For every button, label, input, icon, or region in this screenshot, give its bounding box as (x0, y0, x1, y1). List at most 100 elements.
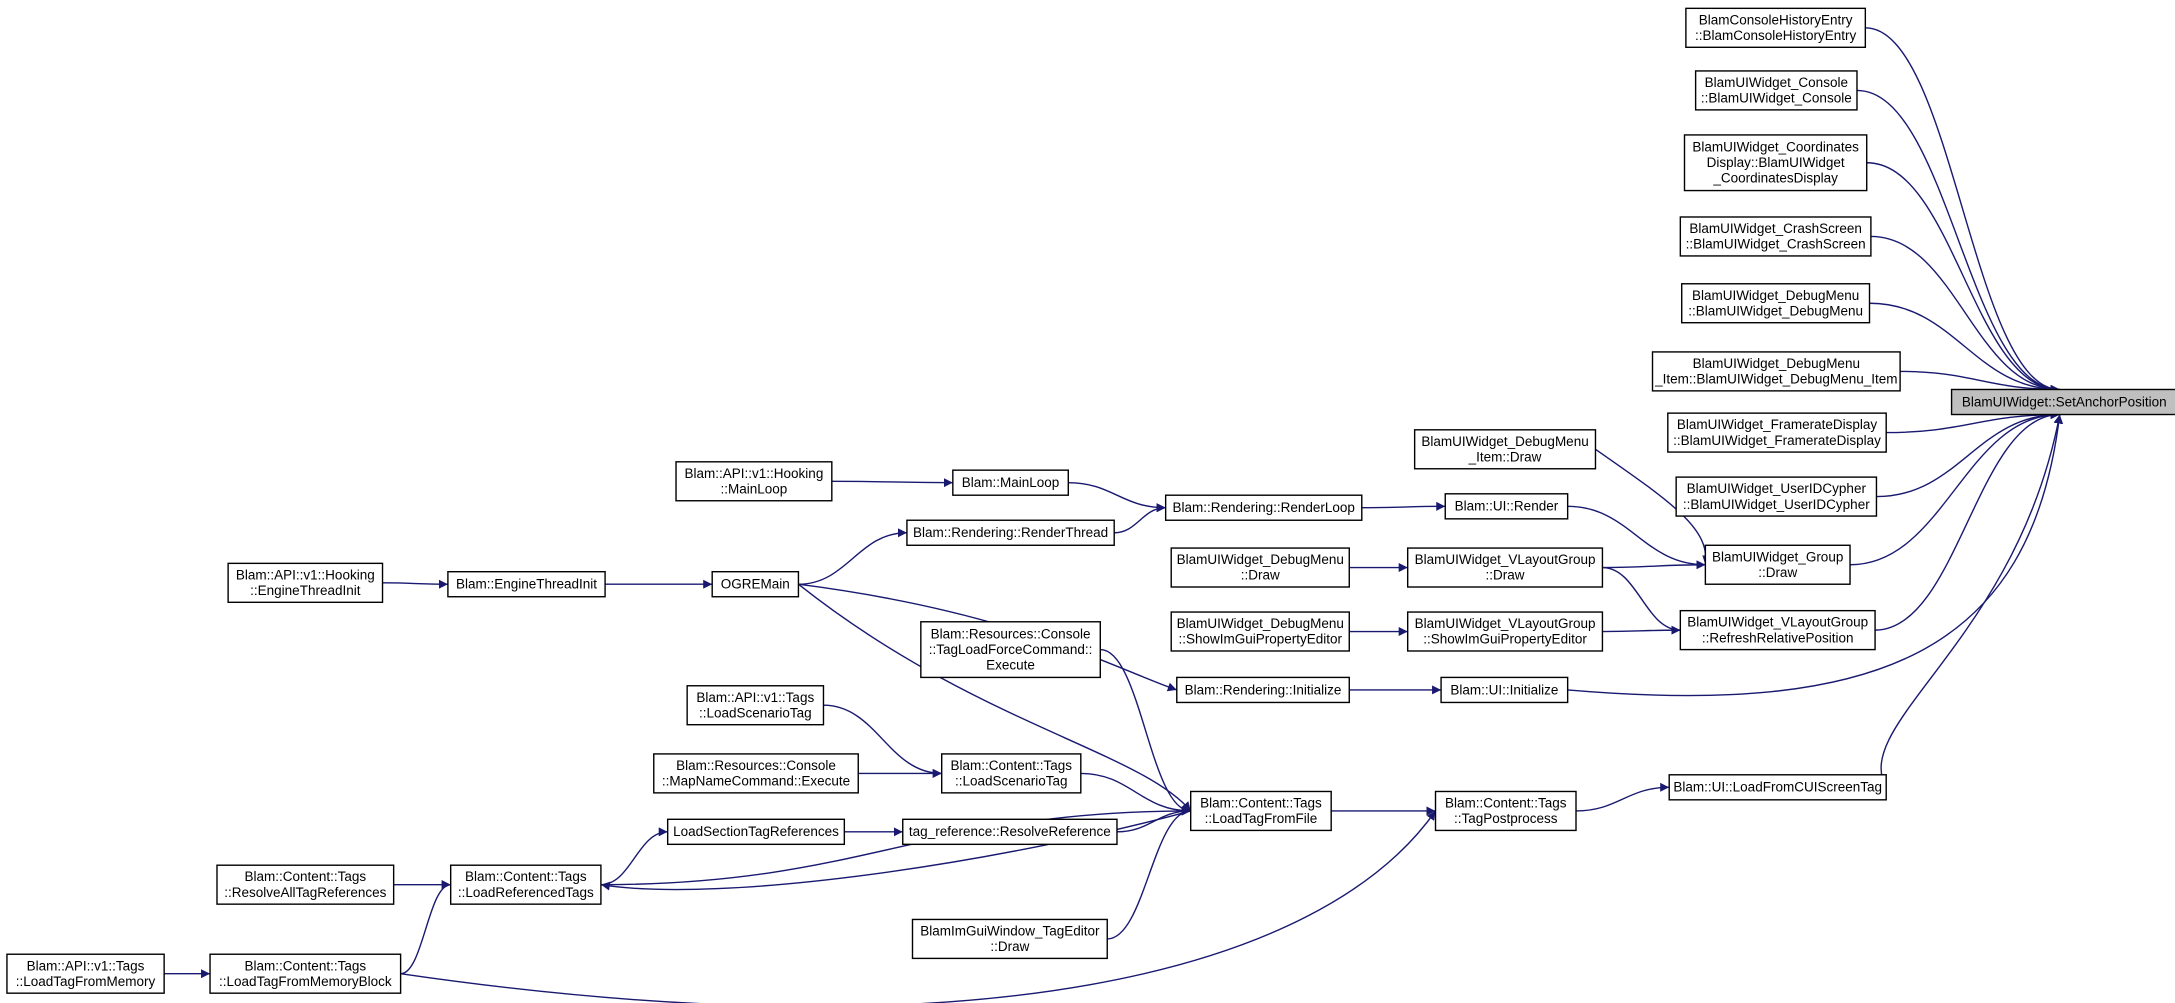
node-box (920, 621, 1101, 679)
function-node[interactable]: Blam::Resources::Console::MapNameCommand… (653, 753, 859, 794)
function-node[interactable]: Blam::Content::Tags::LoadScenarioTag (941, 753, 1082, 794)
edge-path (1567, 414, 2064, 697)
function-node[interactable]: BlamUIWidget_DebugMenu::BlamUIWidget_Deb… (1681, 283, 1871, 324)
function-node[interactable]: tag_reference::ResolveReference (902, 818, 1118, 846)
node-box (1651, 351, 1901, 392)
edge-path (1886, 410, 2060, 434)
node-box (1683, 134, 1868, 192)
edge-path (382, 579, 448, 589)
edge-path (1602, 560, 1706, 570)
node-label-line: BlamUIWidget_UserIDCypher (1687, 481, 1867, 496)
function-node[interactable]: BlamUIWidget_DebugMenu_Item::Draw (1413, 429, 1597, 470)
edge-path (1850, 410, 2060, 566)
function-node[interactable]: Blam::API::v1::Tags::LoadTagFromMemory (6, 953, 165, 994)
edge-path (1100, 648, 1191, 816)
function-node[interactable]: Blam::Content::Tags::LoadTagFromMemoryBl… (209, 953, 402, 994)
function-node[interactable]: Blam::Resources::Console::TagLoadForceCo… (920, 621, 1101, 679)
node-label-line: BlamUIWidget_Console (1705, 75, 1848, 90)
edge-path (1575, 782, 1670, 812)
function-node[interactable]: Blam::Rendering::RenderThread (906, 519, 1115, 546)
node-label-line: ::BlamUIWidget_UserIDCypher (1683, 497, 1870, 512)
function-node[interactable]: Blam::API::v1::Hooking::MainLoop (675, 461, 833, 502)
node-label-line: ::BlamConsoleHistoryEntry (1695, 28, 1857, 43)
node-label-line: Blam::MainLoop (962, 475, 1060, 490)
node-label-line: Blam::API::v1::Tags (27, 958, 145, 973)
node-label-line: _Item::Draw (1468, 449, 1542, 464)
node-label-line: ::RefreshRelativePosition (1702, 630, 1854, 645)
node-label-line: ::LoadReferencedTags (458, 885, 594, 900)
node-label-line: BlamUIWidget_VLayoutGroup (1415, 616, 1596, 631)
function-node[interactable]: BlamUIWidget_DebugMenu_Item::BlamUIWidge… (1651, 351, 1901, 392)
function-node[interactable]: OGREMain (711, 571, 800, 598)
function-node[interactable]: Blam::Content::Tags::LoadTagFromFile (1189, 790, 1332, 832)
node-label-line: Blam::API::v1::Tags (696, 690, 814, 705)
node-label-line: ::ShowImGuiPropertyEditor (1423, 632, 1587, 647)
root-function-node[interactable]: BlamUIWidget::SetAnchorPosition (1950, 388, 2175, 416)
call-edge-n31-to-n17 (400, 810, 1437, 1003)
call-edge-n23-to-n18 (1068, 481, 1166, 513)
node-label-line: BlamUIWidget::SetAnchorPosition (1962, 394, 2167, 409)
function-node[interactable]: BlamUIWidget_CrashScreen::BlamUIWidget_C… (1679, 216, 1872, 257)
function-node[interactable]: BlamUIWidget_Console::BlamUIWidget_Conso… (1694, 70, 1858, 111)
node-box (1679, 609, 1876, 651)
function-node[interactable]: Blam::UI::Initialize (1440, 676, 1569, 704)
node-label-line: Display::BlamUIWidget (1707, 155, 1845, 170)
node-label-line: Blam::EngineThreadInit (456, 577, 597, 592)
function-node[interactable]: BlamUIWidget_FramerateDisplay::BlamUIWid… (1667, 412, 1887, 453)
call-edge-n39-to-n33 (382, 579, 448, 589)
node-label-line: Blam::Rendering::Initialize (1185, 682, 1342, 697)
node-label-line: ::TagPostprocess (1454, 811, 1558, 826)
call-edge-n30-to-n22 (1107, 806, 1191, 940)
function-node[interactable]: BlamUIWidget_DebugMenu::Draw (1170, 547, 1350, 588)
node-label-line: ::ResolveAllTagReferences (224, 885, 386, 900)
function-node[interactable]: BlamUIWidget_VLayoutGroup::RefreshRelati… (1679, 609, 1876, 651)
function-node[interactable]: Blam::UI::LoadFromCUIScreenTag (1668, 774, 1887, 801)
function-node[interactable]: Blam::API::v1::Tags::LoadScenarioTag (686, 685, 825, 726)
function-node[interactable]: BlamUIWidget_Group::Draw (1704, 544, 1851, 585)
node-box (1704, 544, 1851, 585)
function-node[interactable]: Blam::Content::Tags::LoadReferencedTags (449, 864, 602, 905)
function-node[interactable]: BlamUIWidget_VLayoutGroup::Draw (1406, 547, 1604, 588)
call-edge-n15-to-n10 (1602, 625, 1681, 635)
node-label-line: ::MainLoop (721, 481, 788, 496)
function-node[interactable]: Blam::Rendering::Initialize (1176, 676, 1350, 704)
edge-path (1361, 501, 1446, 511)
node-box (1681, 283, 1871, 324)
node-label-line: Blam::Content::Tags (1200, 796, 1322, 811)
node-box (1675, 476, 1878, 517)
edge-path (1876, 410, 2060, 498)
function-node[interactable]: BlamUIWidget_CoordinatesDisplay::BlamUIW… (1683, 134, 1868, 192)
function-node[interactable]: Blam::Content::Tags::TagPostprocess (1434, 790, 1577, 832)
function-node[interactable]: Blam::Content::Tags::ResolveAllTagRefere… (216, 864, 395, 905)
function-node[interactable]: Blam::API::v1::Hooking::EngineThreadInit (227, 562, 384, 604)
call-edge-n26-to-n22 (1100, 648, 1191, 816)
function-node[interactable]: BlamConsoleHistoryEntry::BlamConsoleHist… (1685, 7, 1867, 48)
function-node[interactable]: Blam::MainLoop (952, 469, 1069, 496)
function-node[interactable]: Blam::EngineThreadInit (447, 571, 606, 598)
edge-path (400, 880, 451, 975)
node-label-line: ::Draw (990, 939, 1029, 954)
node-box (1440, 676, 1569, 704)
function-node[interactable]: BlamUIWidget_VLayoutGroup::ShowImGuiProp… (1406, 611, 1604, 652)
node-box (711, 571, 800, 598)
function-nodes: BlamUIWidget::SetAnchorPosition BlamConso… (6, 7, 2175, 994)
function-node[interactable]: LoadSectionTagReferences (666, 818, 846, 846)
edge-path (600, 827, 668, 886)
call-edge-n2-to-root (1856, 89, 2060, 394)
node-label-line: BlamUIWidget_DebugMenu (1692, 288, 1859, 303)
node-box (1679, 216, 1872, 257)
edge-path (400, 810, 1437, 1003)
call-edge-n4-to-root (1870, 235, 2060, 394)
function-node[interactable]: Blam::Rendering::RenderLoop (1164, 494, 1363, 521)
call-edge-n13-to-n9 (1567, 505, 1706, 570)
call-edge-n16-to-root (1567, 414, 2064, 697)
function-node[interactable]: BlamUIWidget_DebugMenu::ShowImGuiPropert… (1170, 611, 1350, 652)
function-node[interactable]: Blam::UI::Render (1444, 493, 1569, 520)
edge-path (1869, 302, 2060, 394)
node-box (209, 953, 402, 994)
node-box (6, 953, 165, 994)
function-node[interactable]: BlamImGuiWindow_TagEditor::Draw (911, 918, 1108, 960)
node-box (1434, 790, 1577, 832)
function-node[interactable]: BlamUIWidget_UserIDCypher::BlamUIWidget_… (1675, 476, 1878, 517)
node-box (666, 818, 846, 846)
